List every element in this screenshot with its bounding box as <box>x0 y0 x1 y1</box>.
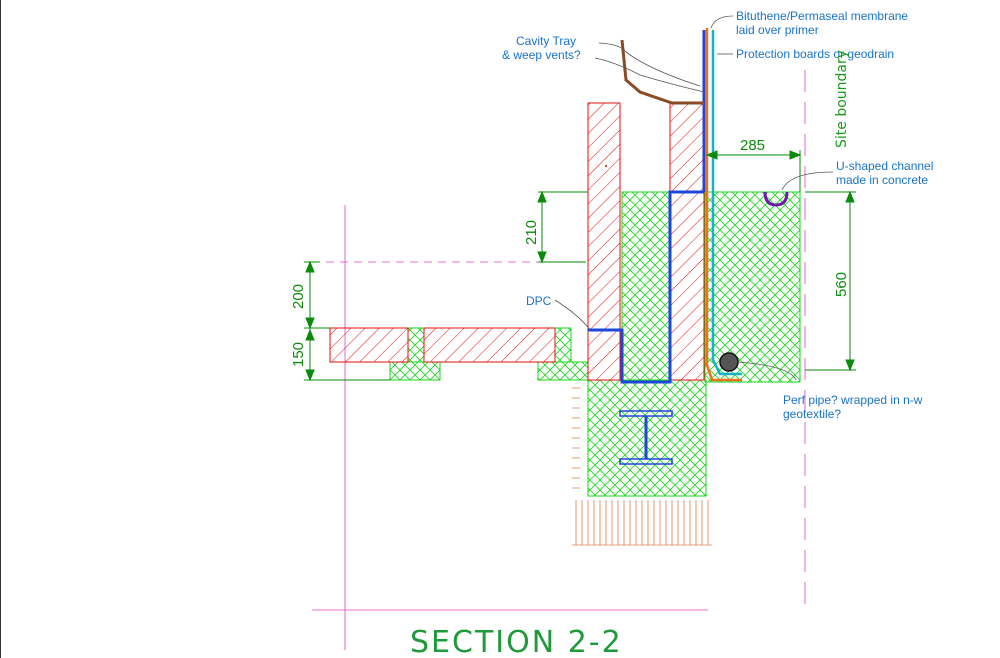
earth-hatch <box>572 387 712 546</box>
pipe-label-line2: geotextile? <box>783 407 841 421</box>
cavity-tray-line <box>620 39 704 105</box>
dpc-line <box>588 190 704 384</box>
protection-cyan <box>711 30 742 376</box>
retaining-concrete <box>704 191 801 383</box>
inner-masonry-leaf <box>587 102 621 381</box>
membrane-label-line1: Bituthene/Permaseal membrane <box>736 9 908 23</box>
channel-label-line1: U-shaped channel <box>836 159 933 173</box>
site-boundary-label: Site boundary <box>834 50 850 148</box>
dimension-lines <box>304 150 856 382</box>
slab-rib-right <box>554 327 572 363</box>
cavity-tray-label-line2: & weep vents? <box>502 48 581 62</box>
membrane-label-line2: laid over primer <box>736 23 819 37</box>
floor-slab-right <box>423 327 556 363</box>
dimension-560: 560 <box>833 272 850 297</box>
dimension-210: 210 <box>523 220 540 245</box>
dimension-200: 200 <box>290 284 307 309</box>
dimension-150: 150 <box>290 342 307 367</box>
concrete-areas <box>389 191 801 497</box>
masonry-areas <box>329 102 705 381</box>
i-beam-icon <box>619 410 673 465</box>
cavity-fill-concrete <box>621 191 671 381</box>
slab-footing-left <box>389 361 441 381</box>
leader-lines <box>554 15 834 381</box>
pipe-label-line1: Perf pipe? wrapped in n-w <box>783 393 923 407</box>
dpc-label: DPC <box>526 294 552 308</box>
cavity-tray-label-line1: Cavity Tray <box>516 34 576 48</box>
dimension-285: 285 <box>740 137 765 154</box>
slab-rib-left <box>407 327 425 363</box>
u-channel-icon <box>763 191 789 207</box>
outer-masonry-leaf <box>669 102 705 381</box>
slab-footing-right <box>537 361 589 381</box>
section-title: SECTION 2-2 <box>410 625 623 658</box>
floor-slab-left <box>329 327 409 363</box>
membrane-orange <box>705 28 742 382</box>
protection-label: Protection boards or geodrain <box>736 47 894 61</box>
pipe-circle-icon <box>719 352 739 372</box>
channel-label-line2: made in concrete <box>836 173 928 187</box>
